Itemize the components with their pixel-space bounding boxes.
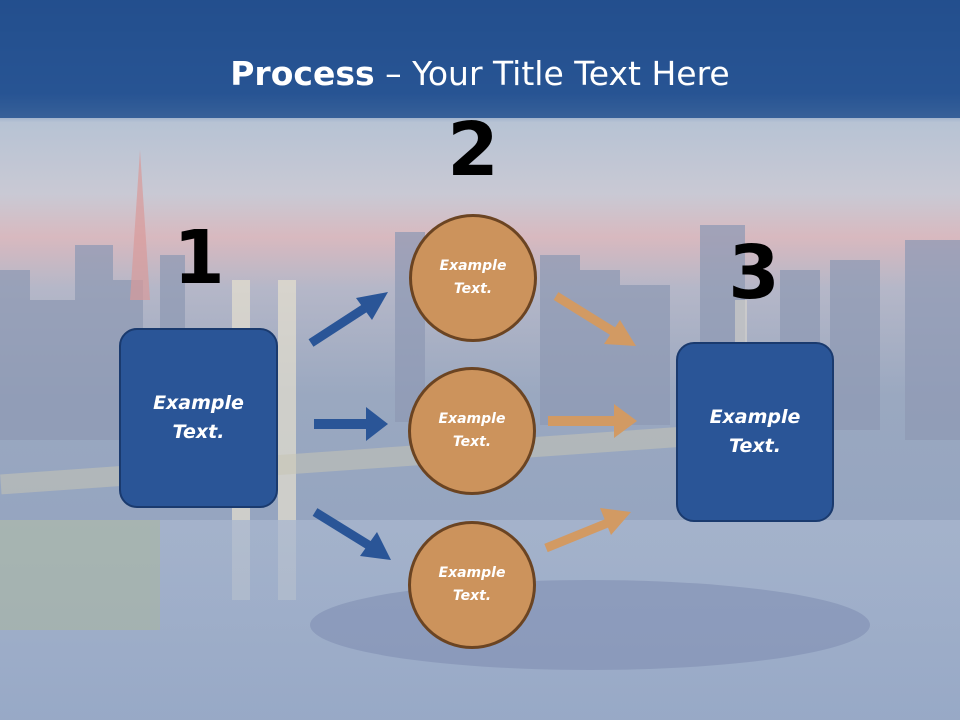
circle-top: Example Text. (409, 214, 537, 342)
right-example-box: Example Text. (676, 342, 834, 522)
arrow-orange-top-head (604, 320, 636, 346)
slide-title: Process – Your Title Text Here (0, 52, 960, 96)
right-box-line2: Text. (729, 435, 781, 457)
step-number-1: 1 (173, 215, 225, 301)
arrow-blue-down (312, 508, 373, 550)
arrow-orange-bottom (544, 517, 612, 553)
circle-middle-line2: Text. (452, 434, 492, 450)
left-box-line2: Text. (172, 421, 225, 443)
arrow-orange-top (553, 292, 617, 336)
circle-bottom: Example Text. (408, 521, 536, 649)
circle-top-line2: Text. (453, 281, 493, 297)
right-box-line1: Example (709, 406, 801, 428)
circle-bottom-line1: Example (438, 565, 506, 581)
title-rest: – Your Title Text Here (374, 54, 730, 93)
left-example-box: Example Text. (119, 328, 278, 508)
circle-bottom-line2: Text. (452, 588, 492, 604)
blue-arrows (308, 292, 391, 560)
circle-middle: Example Text. (408, 367, 536, 495)
title-bold: Process (230, 54, 375, 93)
arrow-blue-up-head (356, 292, 388, 320)
arrow-blue-down-head (360, 532, 391, 560)
arrow-orange-middle-head (614, 404, 637, 438)
circle-top-line1: Example (439, 258, 507, 274)
arrow-orange-bottom-head (600, 508, 631, 535)
step-number-3: 3 (728, 230, 780, 316)
left-box-line1: Example (153, 392, 244, 414)
arrow-blue-middle-head (366, 407, 388, 441)
orange-arrows (544, 292, 637, 553)
circle-middle-line1: Example (438, 411, 506, 427)
step-number-2: 2 (447, 107, 499, 193)
arrow-blue-up (308, 302, 371, 347)
